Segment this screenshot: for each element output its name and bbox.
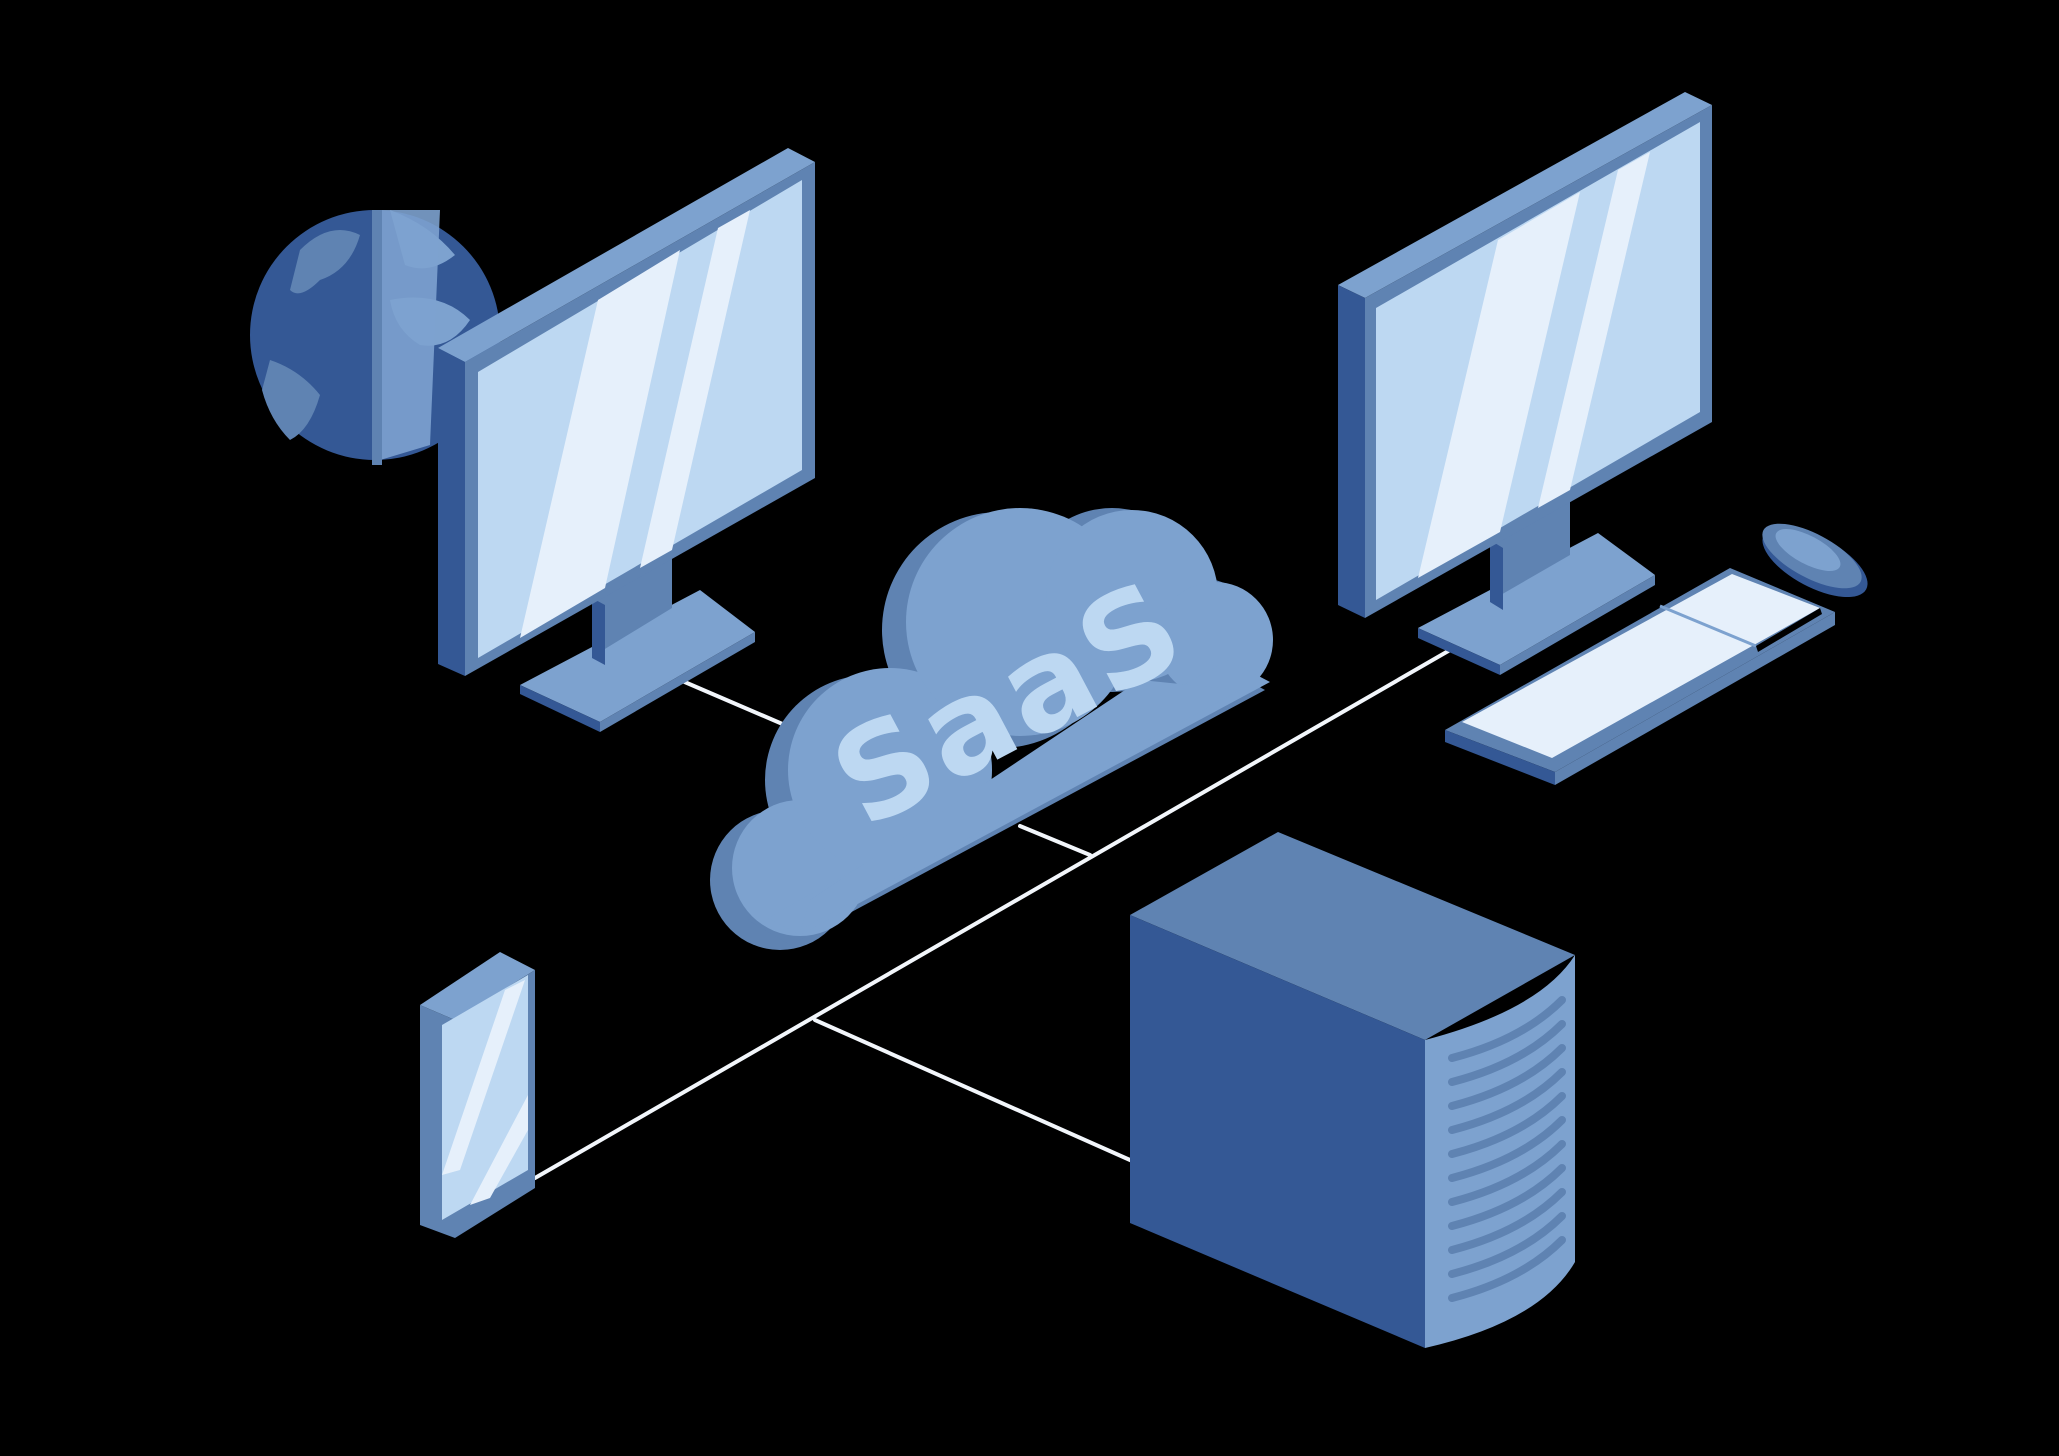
cable-trunk (533, 648, 1452, 1180)
network-cables (533, 648, 1452, 1180)
smartphone (420, 952, 535, 1238)
mouse-icon (1762, 523, 1868, 598)
server-front-panel (1130, 915, 1425, 1348)
keyboard-keys (1462, 574, 1820, 758)
keyboard (1445, 568, 1835, 785)
monitor-left (438, 148, 815, 732)
server-vents (1448, 996, 1566, 1302)
monitor-right (1338, 92, 1712, 675)
globe-icon (250, 210, 500, 465)
cable-cloud-to-trunk (1018, 824, 1092, 857)
cable-trunk-to-server (813, 1018, 1132, 1162)
server-tower (1130, 832, 1575, 1348)
